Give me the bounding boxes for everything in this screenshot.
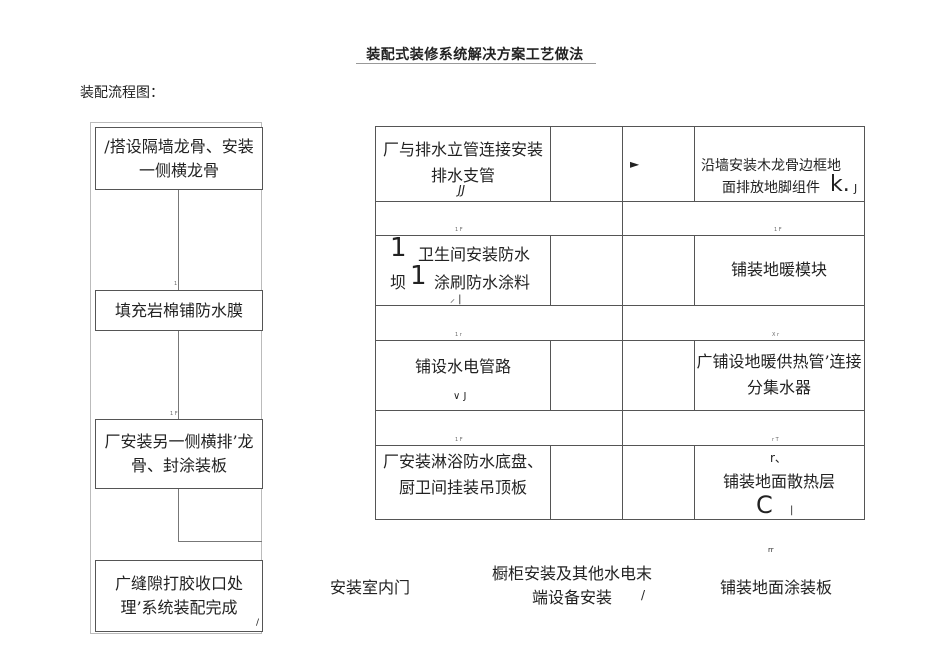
step-heating-supply-pipe: 广铺设地暖供热管’连接分集水器 <box>696 342 862 408</box>
grid-col-line <box>550 127 551 201</box>
step-caulking-complete: 广缝隙打胶收口处理’系统装配完成 <box>95 560 263 632</box>
grid-col-line <box>550 445 551 519</box>
step-bathroom-dam-prefix: 坝 <box>390 273 407 292</box>
tick-label: 1 F <box>455 227 463 233</box>
left-column-frame <box>90 122 262 634</box>
connector-line <box>178 190 179 290</box>
scan-mark: 1 <box>410 261 427 291</box>
scan-mark: rr <box>768 546 774 554</box>
grid-col-line <box>694 127 695 201</box>
connector-line <box>178 541 262 542</box>
tick-label: r T <box>772 437 779 443</box>
step-floor-heating-module: 铺装地暖模块 <box>696 237 862 303</box>
flowchart-heading: 装配流程图： <box>80 85 164 101</box>
grid-row-line <box>376 235 864 236</box>
scan-mark: / <box>641 588 646 602</box>
connector-line <box>178 489 179 541</box>
document-title: 装配式装修系统解决方案工艺做法 <box>366 47 584 63</box>
scan-mark: / <box>256 618 260 628</box>
step-floor-finish-panel: 铺装地面涂装板 <box>719 578 832 597</box>
scan-mark: J <box>854 182 858 195</box>
grid-col-line <box>550 340 551 410</box>
step-rockwool-membrane-text: 填充岩棉铺防水膜 <box>114 300 243 320</box>
tick-label: 1 F <box>170 411 178 417</box>
scan-mark: C <box>756 491 773 519</box>
title-underline <box>356 63 596 64</box>
grid-row-line <box>376 340 864 341</box>
tick-label: 1 <box>174 281 178 287</box>
step-caulking-complete-text: 广缝隙打胶收口处理’系统装配完成 <box>114 574 243 617</box>
grid-col-line <box>622 127 623 519</box>
step-cabinet-install: 橱柜安装及其他水电末端设备安装 <box>492 562 652 610</box>
step-plumbing-electric: 铺设水电管路 <box>380 342 546 392</box>
step-bathroom-dam-text-b: 涂刷防水涂料 <box>434 273 531 292</box>
step-shower-tray-ceiling-text: 厂安装淋浴防水底盘、厨卫间挂装吊顶板 <box>382 452 543 497</box>
tick-label: 1 r <box>455 332 462 338</box>
step-drain-pipe-text: 厂与排水立管连接安装排水支管 <box>382 140 543 185</box>
grid-row-line <box>376 305 864 306</box>
grid-row-line <box>376 201 864 202</box>
step-wood-keel-frame: 沿墙安装木龙骨边框地面排放地脚组件 <box>696 153 846 201</box>
step-install-other-side: 厂安装另一侧横排’龙骨、封涂装板 <box>95 419 263 489</box>
connector-line <box>178 331 179 419</box>
step-plumbing-electric-text: 铺设水电管路 <box>414 357 511 376</box>
scan-mark: k. <box>830 172 850 197</box>
flow-arrow-icon: ► <box>630 157 640 171</box>
step-install-door: 安装室内门 <box>329 578 410 597</box>
scan-mark: ∨ J <box>453 391 467 402</box>
grid-col-line <box>550 235 551 305</box>
step-install-other-side-text: 厂安装另一侧横排’龙骨、封涂装板 <box>104 432 254 475</box>
grid-col-line <box>694 445 695 519</box>
scan-mark: ⸝ | <box>450 294 462 305</box>
step-wood-keel-frame-text: 沿墙安装木龙骨边框地面排放地脚组件 <box>701 158 841 196</box>
step-heating-supply-pipe-text: 广铺设地暖供热管’连接分集水器 <box>696 352 862 397</box>
grid-row-line <box>376 445 864 446</box>
grid-col-line <box>694 340 695 410</box>
step-rockwool-membrane: 填充岩棉铺防水膜 <box>95 290 263 331</box>
step-floor-heating-module-text: 铺装地暖模块 <box>730 260 827 279</box>
scan-mark: JJ <box>458 183 466 197</box>
step-drain-pipe: 厂与排水立管连接安装排水支管 <box>380 131 546 195</box>
grid-col-line <box>694 235 695 305</box>
step-cabinet-install-text: 橱柜安装及其他水电末端设备安装 <box>492 564 653 607</box>
step-partition-keel-text: /搭设隔墙龙骨、安装一侧横龙骨 <box>104 136 254 180</box>
scan-mark: r、 <box>770 451 787 465</box>
tick-label: 1 F <box>455 437 463 443</box>
step-partition-keel: /搭设隔墙龙骨、安装一侧横龙骨 <box>95 127 263 190</box>
step-floor-heat-layer: 铺装地面散热层 <box>696 467 862 497</box>
scan-mark: | <box>790 505 794 516</box>
process-grid: 厂与排水立管连接安装排水支管 JJ ► 沿墙安装木龙骨边框地面排放地脚组件 k.… <box>375 126 865 520</box>
step-shower-tray-ceiling: 厂安装淋浴防水底盘、厨卫间挂装吊顶板 <box>380 449 546 517</box>
step-bathroom-dam-text-a: 卫生间安装防水 <box>418 245 531 264</box>
step-floor-heat-layer-text: 铺装地面散热层 <box>722 472 835 491</box>
tick-label: X r <box>772 332 780 338</box>
tick-label: 1 F <box>774 227 782 233</box>
grid-row-line <box>376 410 864 411</box>
scan-mark: 1 <box>390 233 407 263</box>
